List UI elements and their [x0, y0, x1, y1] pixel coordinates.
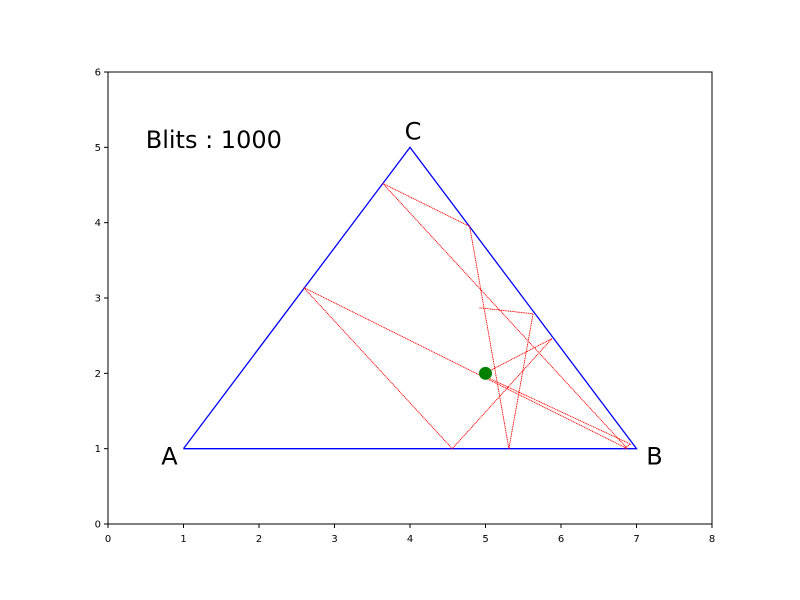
y-tick-label: 0	[95, 520, 101, 531]
x-tick-label: 6	[558, 534, 564, 545]
x-tick-label: 2	[256, 534, 262, 545]
y-tick-label: 1	[95, 444, 101, 455]
green-marker	[479, 366, 492, 380]
vertex-label-b: B	[646, 443, 662, 471]
x-axis: 0 1 2 3 4 5 6 7 8	[105, 524, 715, 545]
y-tick-label: 2	[95, 369, 101, 380]
vertex-label-c: C	[405, 117, 422, 145]
x-tick-label: 3	[331, 534, 337, 545]
y-axis: 0 1 2 3 4 5 6	[95, 68, 108, 531]
blits-annotation: Blits : 1000	[146, 126, 282, 154]
x-tick-label: 0	[105, 534, 111, 545]
y-tick-label: 6	[95, 68, 101, 79]
x-tick-label: 1	[180, 534, 186, 545]
x-tick-label: 7	[633, 534, 639, 545]
x-tick-label: 8	[709, 534, 715, 545]
reflection-path	[303, 183, 632, 450]
vertex-label-a: A	[161, 443, 178, 471]
triangle-outline	[182, 146, 638, 450]
x-tick-label: 5	[482, 534, 488, 545]
y-tick-label: 3	[95, 294, 101, 305]
y-tick-label: 4	[95, 218, 101, 229]
plot-content	[182, 146, 638, 450]
x-tick-label: 4	[407, 534, 413, 545]
y-tick-label: 5	[95, 143, 101, 154]
